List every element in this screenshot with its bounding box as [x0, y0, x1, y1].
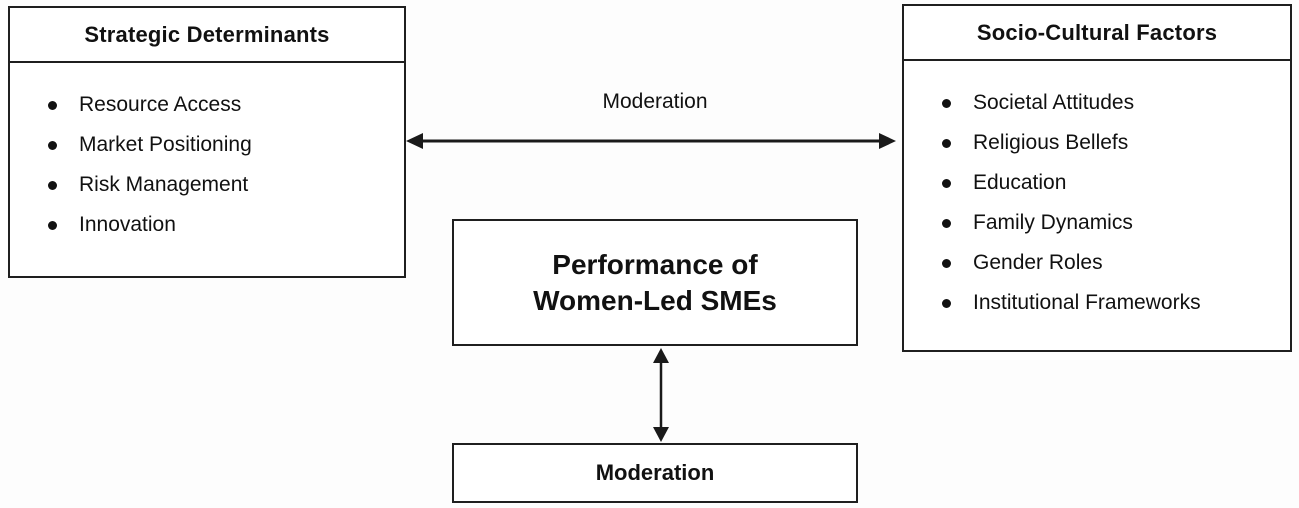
strategic-determinants-title: Strategic Determinants — [10, 8, 404, 63]
list-item: Risk Management — [48, 165, 394, 205]
list-item: Education — [942, 163, 1280, 203]
bullet-icon — [942, 298, 951, 308]
moderation-box: Moderation — [452, 443, 858, 503]
bullet-icon — [48, 100, 57, 110]
list-item: Societal Attitudes — [942, 83, 1280, 123]
bullet-icon — [942, 258, 951, 268]
list-item-label: Innovation — [79, 213, 176, 236]
list-item-label: Societal Attitudes — [973, 91, 1135, 114]
bullet-icon — [942, 98, 951, 108]
bullet-icon — [942, 218, 951, 228]
bullet-icon — [942, 138, 951, 148]
list-item: Religious Bellefs — [942, 123, 1280, 163]
performance-box-title: Performance of Women-Led SMEs — [533, 248, 777, 316]
vertical-double-arrow-icon — [653, 348, 669, 442]
socio-cultural-factors-box: Socio-Cultural Factors Societal Attitude… — [902, 4, 1292, 352]
list-item-label: Resource Access — [79, 93, 242, 116]
list-item: Institutional Frameworks — [942, 283, 1280, 323]
list-item-label: Family Dynamics — [973, 211, 1133, 234]
bullet-icon — [942, 178, 951, 188]
moderation-arrow-label: Moderation — [602, 90, 708, 113]
bullet-icon — [48, 140, 57, 150]
strategic-determinants-box: Strategic Determinants Resource Access M… — [8, 6, 406, 278]
list-item-label: Institutional Frameworks — [973, 291, 1201, 314]
socio-cultural-factors-list: Societal Attitudes Religious Bellefs Edu… — [904, 61, 1290, 323]
list-item-label: Education — [973, 171, 1067, 194]
strategic-determinants-list: Resource Access Market Positioning Risk … — [10, 63, 404, 245]
socio-cultural-factors-title: Socio-Cultural Factors — [904, 6, 1290, 61]
list-item: Family Dynamics — [942, 203, 1280, 243]
horizontal-double-arrow-icon — [406, 133, 896, 149]
list-item-label: Market Positioning — [79, 133, 252, 156]
bullet-icon — [48, 180, 57, 190]
list-item: Resource Access — [48, 85, 394, 125]
list-item-label: Gender Roles — [973, 251, 1103, 274]
list-item: Gender Roles — [942, 243, 1280, 283]
list-item: Market Positioning — [48, 125, 394, 165]
list-item: Innovation — [48, 205, 394, 245]
moderation-box-title: Moderation — [595, 460, 715, 485]
bullet-icon — [48, 220, 57, 230]
performance-box: Performance of Women-Led SMEs — [452, 219, 858, 346]
list-item-label: Religious Bellefs — [973, 131, 1129, 154]
list-item-label: Risk Management — [79, 173, 249, 196]
